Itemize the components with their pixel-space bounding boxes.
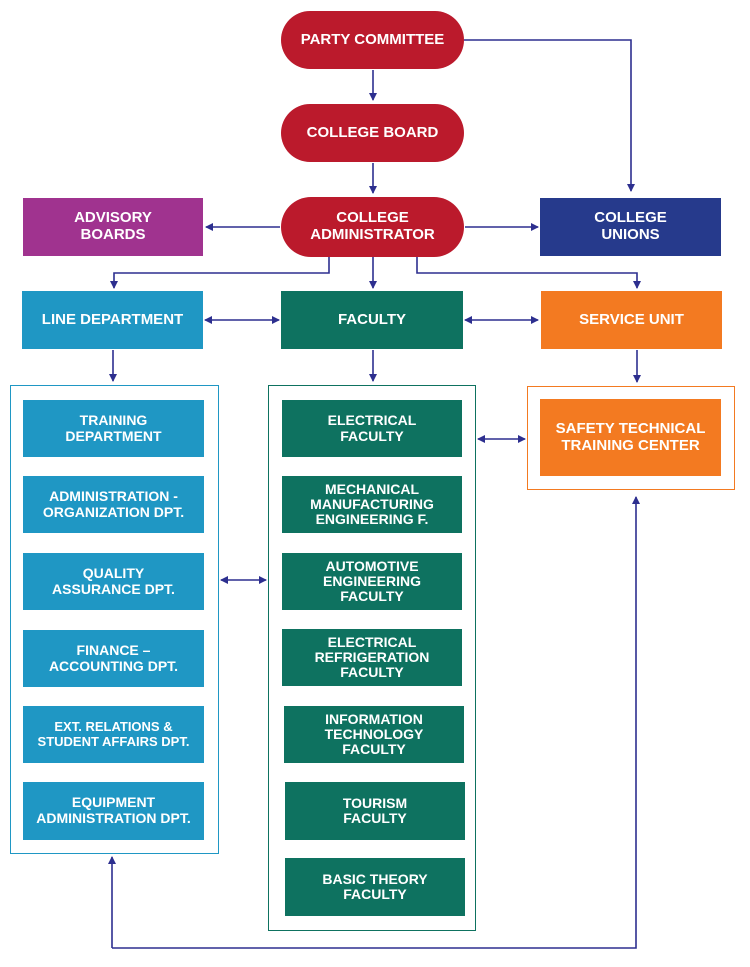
advisory-boards-node[interactable]: ADVISORY BOARDS [23,198,203,256]
item-label-line2: ENGINEERING [322,572,421,589]
service-unit-node[interactable]: SERVICE UNIT [541,291,722,349]
college-unions-label-line1: COLLEGE [594,209,667,227]
item-label-line1: AUTOMOTIVE [325,557,419,574]
item-label-line1: SAFETY TECHNICAL [555,419,706,437]
faculty-item[interactable]: INFORMATION TECHNOLOGY FACULTY [284,706,464,763]
service-unit-item[interactable]: SAFETY TECHNICAL TRAINING CENTER [540,399,721,476]
item-label-line3: FACULTY [342,741,406,758]
faculties-group [268,385,476,931]
arrow-party-to-unions [464,39,635,192]
item-label-line1: EXT. RELATIONS & [54,718,173,734]
arrow-bottom-loop-to-service [112,496,640,949]
item-label-line1: QUALITY [82,564,145,581]
item-label-line2: FACULTY [343,886,407,902]
line-department-item[interactable]: EXT. RELATIONS & STUDENT AFFAIRS DPT. [23,706,204,763]
advisory-boards-label-line1: ADVISORY [74,209,152,227]
item-label-line1: INFORMATION [325,710,423,727]
college-unions-label-line2: UNIONS [601,226,660,243]
college-administrator-label-line1: COLLEGE [336,209,409,227]
item-label-line2: ADMINISTRATION DPT. [36,810,191,826]
item-label-line2: FACULTY [343,810,407,826]
line-department-item[interactable]: EQUIPMENT ADMINISTRATION DPT. [23,782,204,840]
faculty-item[interactable]: BASIC THEORY FACULTY [285,858,465,916]
college-board-node[interactable]: COLLEGE BOARD [281,104,464,162]
item-label-line1: ELECTRICAL [327,633,417,650]
faculty-item[interactable]: MECHANICAL MANUFACTURING ENGINEERING F. [282,476,462,533]
item-label-line1: MECHANICAL [324,480,420,497]
item-label-line2: STUDENT AFFAIRS DPT. [37,733,190,749]
college-administrator-label-line2: ADMINISTRATOR [310,226,435,243]
line-department-item[interactable]: QUALITY ASSURANCE DPT. [23,553,204,610]
faculty-item[interactable]: ELECTRICAL FACULTY [282,400,462,457]
item-label-line2: MANUFACTURING [310,495,434,512]
item-label-line3: FACULTY [340,664,404,681]
item-label-line1: EQUIPMENT [71,794,156,811]
item-label-line2: DEPARTMENT [65,427,162,444]
line-department-item[interactable]: FINANCE – ACCOUNTING DPT. [23,630,204,687]
line-departments-group [10,385,219,854]
service-unit-label: SERVICE UNIT [579,310,684,328]
faculty-item[interactable]: TOURISM FACULTY [285,782,465,840]
line-department-node[interactable]: LINE DEPARTMENT [22,291,203,349]
item-label-line1: FINANCE – [76,641,151,658]
item-label-line2: TECHNOLOGY [324,725,424,742]
item-label-line1: BASIC THEORY [322,870,428,887]
line-department-label: LINE DEPARTMENT [41,310,184,328]
faculty-node[interactable]: FACULTY [281,291,463,349]
item-label-line2: ACCOUNTING DPT. [48,657,179,674]
faculty-label: FACULTY [337,310,407,328]
item-label-line3: ENGINEERING F. [315,511,429,528]
service-units-group [527,386,735,490]
college-administrator-node[interactable]: COLLEGE ADMINISTRATOR [281,197,464,257]
line-department-item[interactable]: TRAINING DEPARTMENT [23,400,204,457]
item-label-line2: ORGANIZATION DPT. [42,503,185,520]
item-label-line3: FACULTY [340,588,404,605]
college-unions-node[interactable]: COLLEGE UNIONS [540,198,721,256]
item-label-line1: TRAINING [79,411,148,428]
party-committee-label: PARTY COMMITTEE [300,30,445,48]
college-board-label: COLLEGE BOARD [306,123,439,141]
faculty-item[interactable]: ELECTRICAL REFRIGERATION FACULTY [282,629,462,686]
faculty-item[interactable]: AUTOMOTIVE ENGINEERING FACULTY [282,553,462,610]
item-label-line2: TRAINING CENTER [561,436,700,454]
advisory-boards-label-line2: BOARDS [80,226,146,243]
party-committee-node[interactable]: PARTY COMMITTEE [281,11,464,69]
item-label-line1: TOURISM [342,794,408,811]
item-label-line1: ELECTRICAL [327,412,417,429]
item-label-line2: FACULTY [340,427,404,444]
item-label-line1: ADMINISTRATION - [49,487,178,504]
arrow-admin-to-line [110,257,330,289]
arrow-admin-to-service [416,257,641,289]
item-label-line2: REFRIGERATION [314,648,430,665]
line-department-item[interactable]: ADMINISTRATION - ORGANIZATION DPT. [23,476,204,533]
item-label-line2: ASSURANCE DPT. [52,580,175,597]
